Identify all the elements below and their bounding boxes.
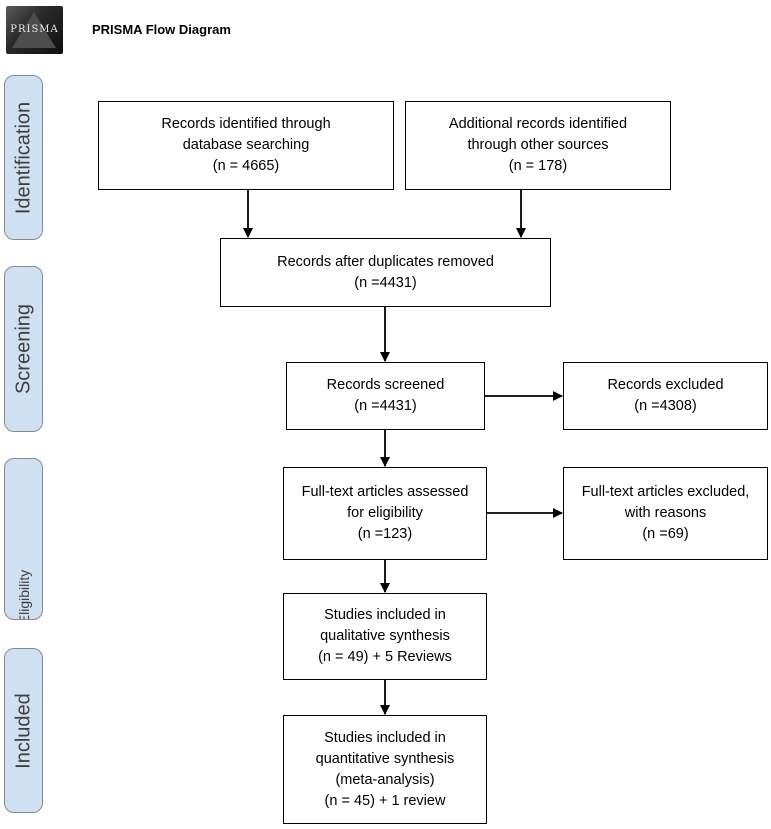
stage-eligibility: Eligibility	[4, 458, 43, 620]
box-count: (n = 49) + 5 Reviews	[318, 649, 452, 665]
box-text-line: Studies included in	[324, 607, 446, 623]
box-text-line: Records excluded	[607, 377, 724, 393]
box-text-line: Records identified through	[161, 116, 331, 132]
box-text-line: Records after duplicates removed	[277, 253, 494, 270]
logo-triangle-shape	[12, 12, 56, 48]
box-text-line: Full-text articles excluded,	[581, 484, 750, 500]
fulltext-assessed-box: Full-text articles assessed for eligibil…	[283, 467, 487, 560]
prisma-logo: PRISMA	[6, 6, 63, 54]
box-count: (n =4308)	[634, 398, 697, 414]
box-count: (n =123)	[357, 526, 413, 542]
box-count: (n = 4665)	[212, 158, 280, 174]
records-excluded-box: Records excluded (n =4308)	[563, 362, 768, 430]
box-count: (n = 45) + 1 review	[324, 792, 446, 809]
records-database-box: Records identified through database sear…	[98, 101, 394, 190]
quantitative-synthesis-box: Studies included in quantitative synthes…	[283, 715, 487, 824]
box-text-line: Full-text articles assessed	[301, 484, 469, 500]
stage-included: Included	[4, 648, 43, 813]
stage-screening: Screening	[4, 266, 43, 432]
page-title: PRISMA Flow Diagram	[92, 22, 231, 37]
box-count: (n =4431)	[354, 274, 417, 291]
box-count: (n =69)	[642, 526, 689, 542]
box-text-line: Records screened	[326, 377, 445, 393]
box-text-line: quantitative synthesis	[315, 750, 455, 767]
box-text-line: for eligibility	[347, 505, 423, 521]
box-text-line: database searching	[182, 137, 310, 153]
logo-text: PRISMA	[10, 24, 59, 35]
duplicates-removed-box: Records after duplicates removed (n =443…	[220, 238, 551, 307]
box-text-line: Studies included in	[324, 729, 446, 746]
fulltext-excluded-box: Full-text articles excluded, with reason…	[563, 467, 768, 560]
box-count: (n =4431)	[354, 398, 417, 414]
records-other-sources-box: Additional records identified through ot…	[405, 101, 671, 190]
stage-identification: Identification	[4, 75, 43, 240]
qualitative-synthesis-box: Studies included in qualitative synthesi…	[283, 593, 487, 680]
box-text-line: qualitative synthesis	[320, 628, 450, 644]
box-text-line: Additional records identified	[448, 116, 628, 132]
box-text-line: through other sources	[467, 137, 609, 153]
box-text-line: (meta-analysis)	[335, 771, 435, 788]
box-text-line: with reasons	[624, 505, 707, 521]
box-count: (n = 178)	[508, 158, 568, 174]
records-screened-box: Records screened (n =4431)	[286, 362, 485, 430]
